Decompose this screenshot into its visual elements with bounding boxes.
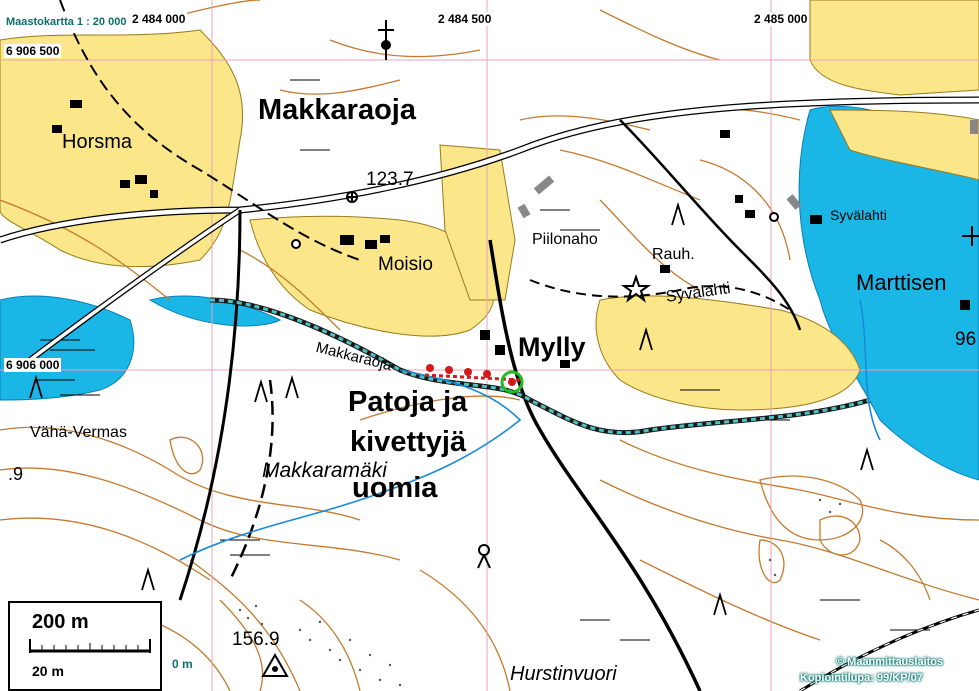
- grid-label-e3: 2 485 000: [752, 12, 810, 26]
- place-piilonaho: Piilonaho: [532, 231, 598, 248]
- dashed-track-2: [228, 379, 274, 581]
- scale-secondary-label: 20 m: [32, 663, 64, 679]
- field-moisio: [249, 215, 495, 337]
- label-0m: 0 m: [172, 657, 193, 671]
- grid-label-e2: 2 484 500: [436, 12, 494, 26]
- sand-dots: [238, 498, 842, 687]
- place-syvalahti-lake: Syvälahti: [830, 207, 887, 223]
- annotation-line3: uomia: [352, 472, 438, 504]
- scale-bar: 200 m 20 m: [8, 601, 162, 691]
- scale-primary-label: 200 m: [32, 611, 89, 633]
- well-icon: [346, 191, 358, 203]
- map-scale-header: Maastokartta 1 : 20 000: [4, 16, 129, 28]
- road-south: [488, 239, 702, 691]
- road-ne: [619, 119, 802, 331]
- field-center: [439, 144, 516, 301]
- cliff-symbols: [29, 201, 874, 616]
- place-moisio: Moisio: [378, 254, 433, 275]
- place-mylly: Mylly: [518, 332, 586, 362]
- elevation-156: 156.9: [232, 629, 280, 650]
- place-makkaramaki: Makkaramäki: [262, 459, 387, 482]
- field-top-right: [809, 0, 979, 96]
- label-9: .9: [8, 464, 24, 484]
- streams: [179, 299, 881, 561]
- mill-highlight-circle[interactable]: [500, 370, 524, 394]
- place-makkaraoja-title: Makkaraoja: [258, 94, 416, 126]
- dashed-track: [59, 0, 361, 261]
- buildings: [52, 100, 978, 368]
- scale-ruler: [29, 639, 151, 653]
- place-horsma: Horsma: [62, 131, 133, 153]
- dashed-track-3: [529, 279, 791, 311]
- dam-markers: [424, 364, 521, 386]
- place-hurstinvuori: Hurstinvuori: [510, 663, 617, 685]
- triangle-summit-icon: [261, 652, 289, 677]
- tower-icon: [378, 20, 394, 60]
- pond-upper: [148, 295, 282, 327]
- copyright-line2: Kopiointilupa: 99/KP/07: [800, 672, 923, 684]
- field-areas: [0, 0, 979, 411]
- copyright-line1: © Maanmittauslaitos: [836, 656, 944, 668]
- field-mylly: [595, 295, 861, 411]
- road-west: [178, 209, 242, 601]
- grid-label-n1: 6 906 500: [4, 44, 62, 58]
- place-rauh: Rauh.: [652, 246, 695, 263]
- star-icon: [620, 273, 652, 303]
- grid-label-n2: 6 906 000: [4, 358, 62, 372]
- annotation-line1: Patoja ja: [348, 386, 468, 418]
- hiking-trail: [209, 297, 871, 436]
- place-marttisen: Marttisen: [856, 270, 947, 295]
- field-right-strip: [829, 109, 979, 181]
- place-vaha-vermas: Vähä-Vermas: [30, 424, 127, 441]
- water-areas: [0, 105, 979, 481]
- elevation-123: 123.7: [366, 169, 414, 190]
- grid-label-e1: 2 484 000: [130, 12, 188, 26]
- label-96: 96: [955, 329, 977, 350]
- annotation-line2: kivettyjä: [350, 426, 467, 458]
- lake-vaha-vermas: [0, 295, 135, 401]
- map-symbols: [261, 20, 979, 677]
